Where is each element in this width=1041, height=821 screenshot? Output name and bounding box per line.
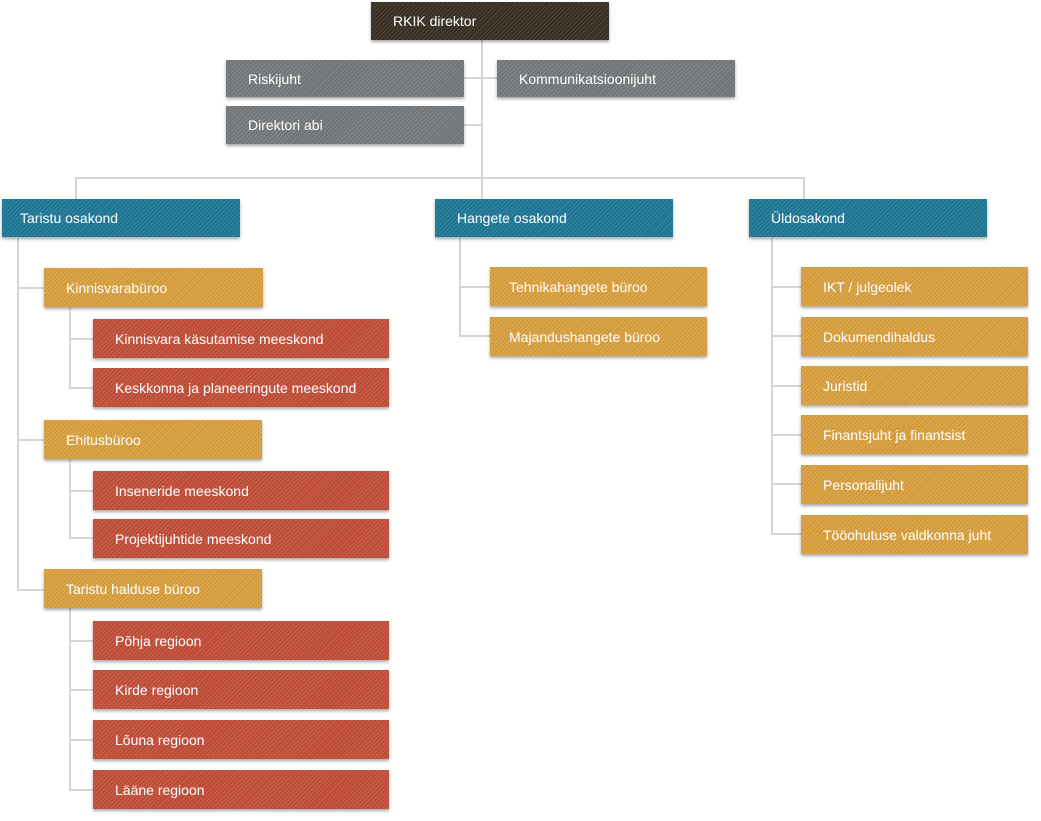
connector-line xyxy=(69,789,93,791)
node-label: Lääne regioon xyxy=(115,781,205,798)
connector-line xyxy=(69,537,93,539)
node-unit[interactable]: IKT / julgeolek xyxy=(801,267,1028,306)
node-label: IKT / julgeolek xyxy=(823,278,912,295)
node-team[interactable]: Projektijuhtide meeskond xyxy=(93,519,389,558)
connector-line xyxy=(771,434,801,436)
node-label: Kommunikatsioonijuht xyxy=(519,70,656,87)
node-office[interactable]: Taristu halduse büroo xyxy=(44,569,262,608)
node-label: Taristu halduse büroo xyxy=(66,580,200,597)
node-label: Taristu osakond xyxy=(20,210,119,226)
connector-line xyxy=(17,589,44,591)
node-communications-manager[interactable]: Kommunikatsioonijuht xyxy=(497,60,735,97)
node-team[interactable]: Kirde regioon xyxy=(93,670,389,709)
node-unit[interactable]: Dokumendihaldus xyxy=(801,317,1028,356)
node-label: Tehnikahangete büroo xyxy=(509,278,648,295)
node-team[interactable]: Inseneride meeskond xyxy=(93,471,389,510)
connector-line xyxy=(69,459,71,539)
node-unit[interactable]: Finantsjuht ja finantsist xyxy=(801,415,1028,454)
node-risk-manager[interactable]: Riskijuht xyxy=(226,60,464,97)
node-director-assistant[interactable]: Direktori abi xyxy=(226,106,464,144)
node-label: Kirde regioon xyxy=(115,681,199,698)
node-label: Lõuna regioon xyxy=(115,731,205,748)
node-team[interactable]: Lääne regioon xyxy=(93,770,389,809)
node-label: Projektijuhtide meeskond xyxy=(115,530,272,547)
node-director[interactable]: RKIK direktor xyxy=(371,2,609,40)
node-team[interactable]: Lõuna regioon xyxy=(93,720,389,759)
node-label: Juristid xyxy=(823,377,868,394)
node-label: Põhja regioon xyxy=(115,632,202,649)
connector-line xyxy=(771,286,801,288)
connector-line xyxy=(69,307,71,389)
connector-line xyxy=(803,177,805,200)
node-office[interactable]: Kinnisvarabüroo xyxy=(44,268,263,307)
connector-line xyxy=(459,286,490,288)
connector-line xyxy=(481,40,483,200)
connector-line xyxy=(463,77,497,79)
connector-line xyxy=(17,439,44,441)
node-department-uld[interactable]: Üldosakond xyxy=(749,199,987,237)
node-label: Riskijuht xyxy=(248,70,301,87)
node-label: Üldosakond xyxy=(771,210,845,226)
connector-line xyxy=(771,483,801,485)
node-unit[interactable]: Juristid xyxy=(801,366,1028,405)
connector-line xyxy=(69,640,93,642)
connector-line xyxy=(771,385,801,387)
node-department-taristu[interactable]: Taristu osakond xyxy=(2,199,240,237)
node-department-hangete[interactable]: Hangete osakond xyxy=(435,199,673,237)
connector-line xyxy=(69,387,93,389)
connector-line xyxy=(463,124,482,126)
node-office[interactable]: Tehnikahangete büroo xyxy=(490,267,707,306)
node-label: RKIK direktor xyxy=(393,13,477,29)
connector-line xyxy=(69,608,71,791)
node-label: Majandushangete büroo xyxy=(509,328,661,345)
connector-line xyxy=(17,238,19,591)
node-label: Tööohutuse valdkonna juht xyxy=(823,526,992,543)
node-unit[interactable]: Personalijuht xyxy=(801,465,1028,504)
node-label: Ehitusbüroo xyxy=(66,431,141,448)
connector-line xyxy=(17,287,44,289)
node-label: Hangete osakond xyxy=(457,210,567,226)
node-label: Kinnisvara käsutamise meeskond xyxy=(115,330,324,347)
node-label: Keskkonna ja planeeringute meeskond xyxy=(115,379,357,396)
node-label: Dokumendihaldus xyxy=(823,328,936,345)
connector-line xyxy=(69,490,93,492)
connector-line xyxy=(771,335,801,337)
connector-line xyxy=(75,177,77,200)
node-team[interactable]: Kinnisvara käsutamise meeskond xyxy=(93,319,389,358)
connector-line xyxy=(459,335,490,337)
node-label: Direktori abi xyxy=(248,117,323,133)
node-unit[interactable]: Tööohutuse valdkonna juht xyxy=(801,515,1028,554)
node-label: Personalijuht xyxy=(823,476,904,493)
node-label: Inseneride meeskond xyxy=(115,482,249,499)
node-team[interactable]: Põhja regioon xyxy=(93,621,389,660)
node-office[interactable]: Ehitusbüroo xyxy=(44,420,262,459)
node-office[interactable]: Majandushangete büroo xyxy=(490,317,707,356)
connector-line xyxy=(771,533,801,535)
connector-line xyxy=(69,689,93,691)
node-label: Kinnisvarabüroo xyxy=(66,279,168,296)
connector-line xyxy=(69,338,93,340)
node-label: Finantsjuht ja finantsist xyxy=(823,426,966,443)
connector-line xyxy=(69,739,93,741)
connector-line xyxy=(75,177,804,179)
node-team[interactable]: Keskkonna ja planeeringute meeskond xyxy=(93,368,389,407)
